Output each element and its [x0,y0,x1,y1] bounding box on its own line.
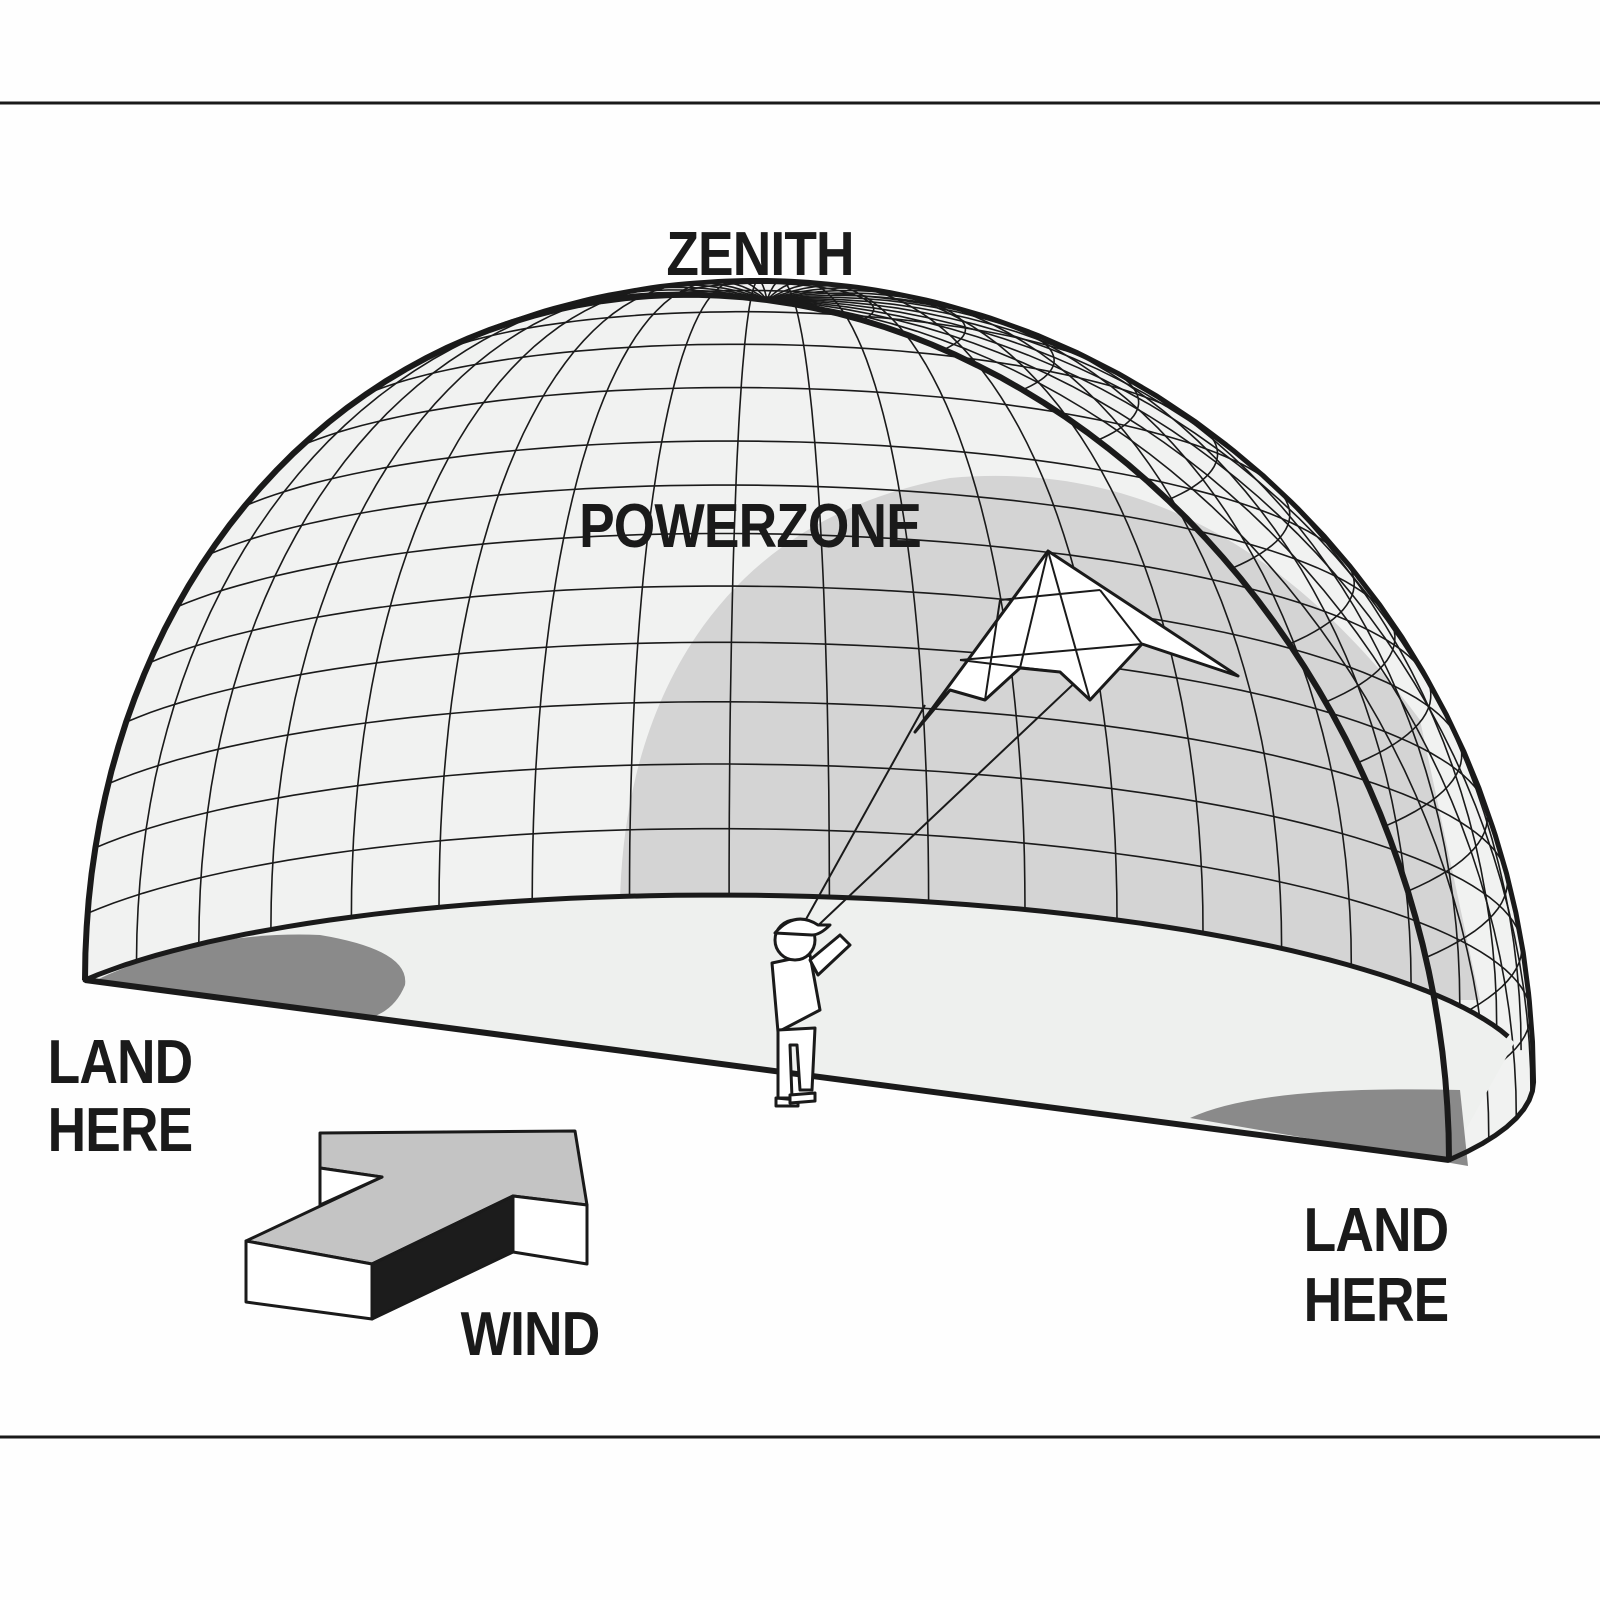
wind-label: WIND [460,1300,601,1369]
dome-front-edge [82,291,1452,1161]
grid-meridian [766,299,1532,1096]
zenith-label: ZENITH [666,220,854,289]
grid-meridian [766,296,1461,1006]
kite-flyer-person [770,917,852,1108]
land-here-left-line2: HERE [47,1096,194,1165]
floor-back-edge [84,892,1510,1039]
grid-meridian [766,299,1490,1140]
landing-zone-right [1190,1089,1468,1166]
land-here-left-line1: LAND [47,1028,194,1097]
powerzone-label: POWERZONE [579,492,922,561]
land-here-right-line2: HERE [1303,1266,1450,1335]
landing-zone-left [92,934,406,1018]
grid-meridian [766,299,1518,1119]
stunt-kite [913,549,1240,734]
land-here-right-line1: LAND [1303,1196,1450,1265]
kite-line-left [799,704,926,931]
floor-front-edge [84,977,1450,1163]
kite-line-right [807,639,1121,936]
wind-arrow [244,1129,589,1321]
